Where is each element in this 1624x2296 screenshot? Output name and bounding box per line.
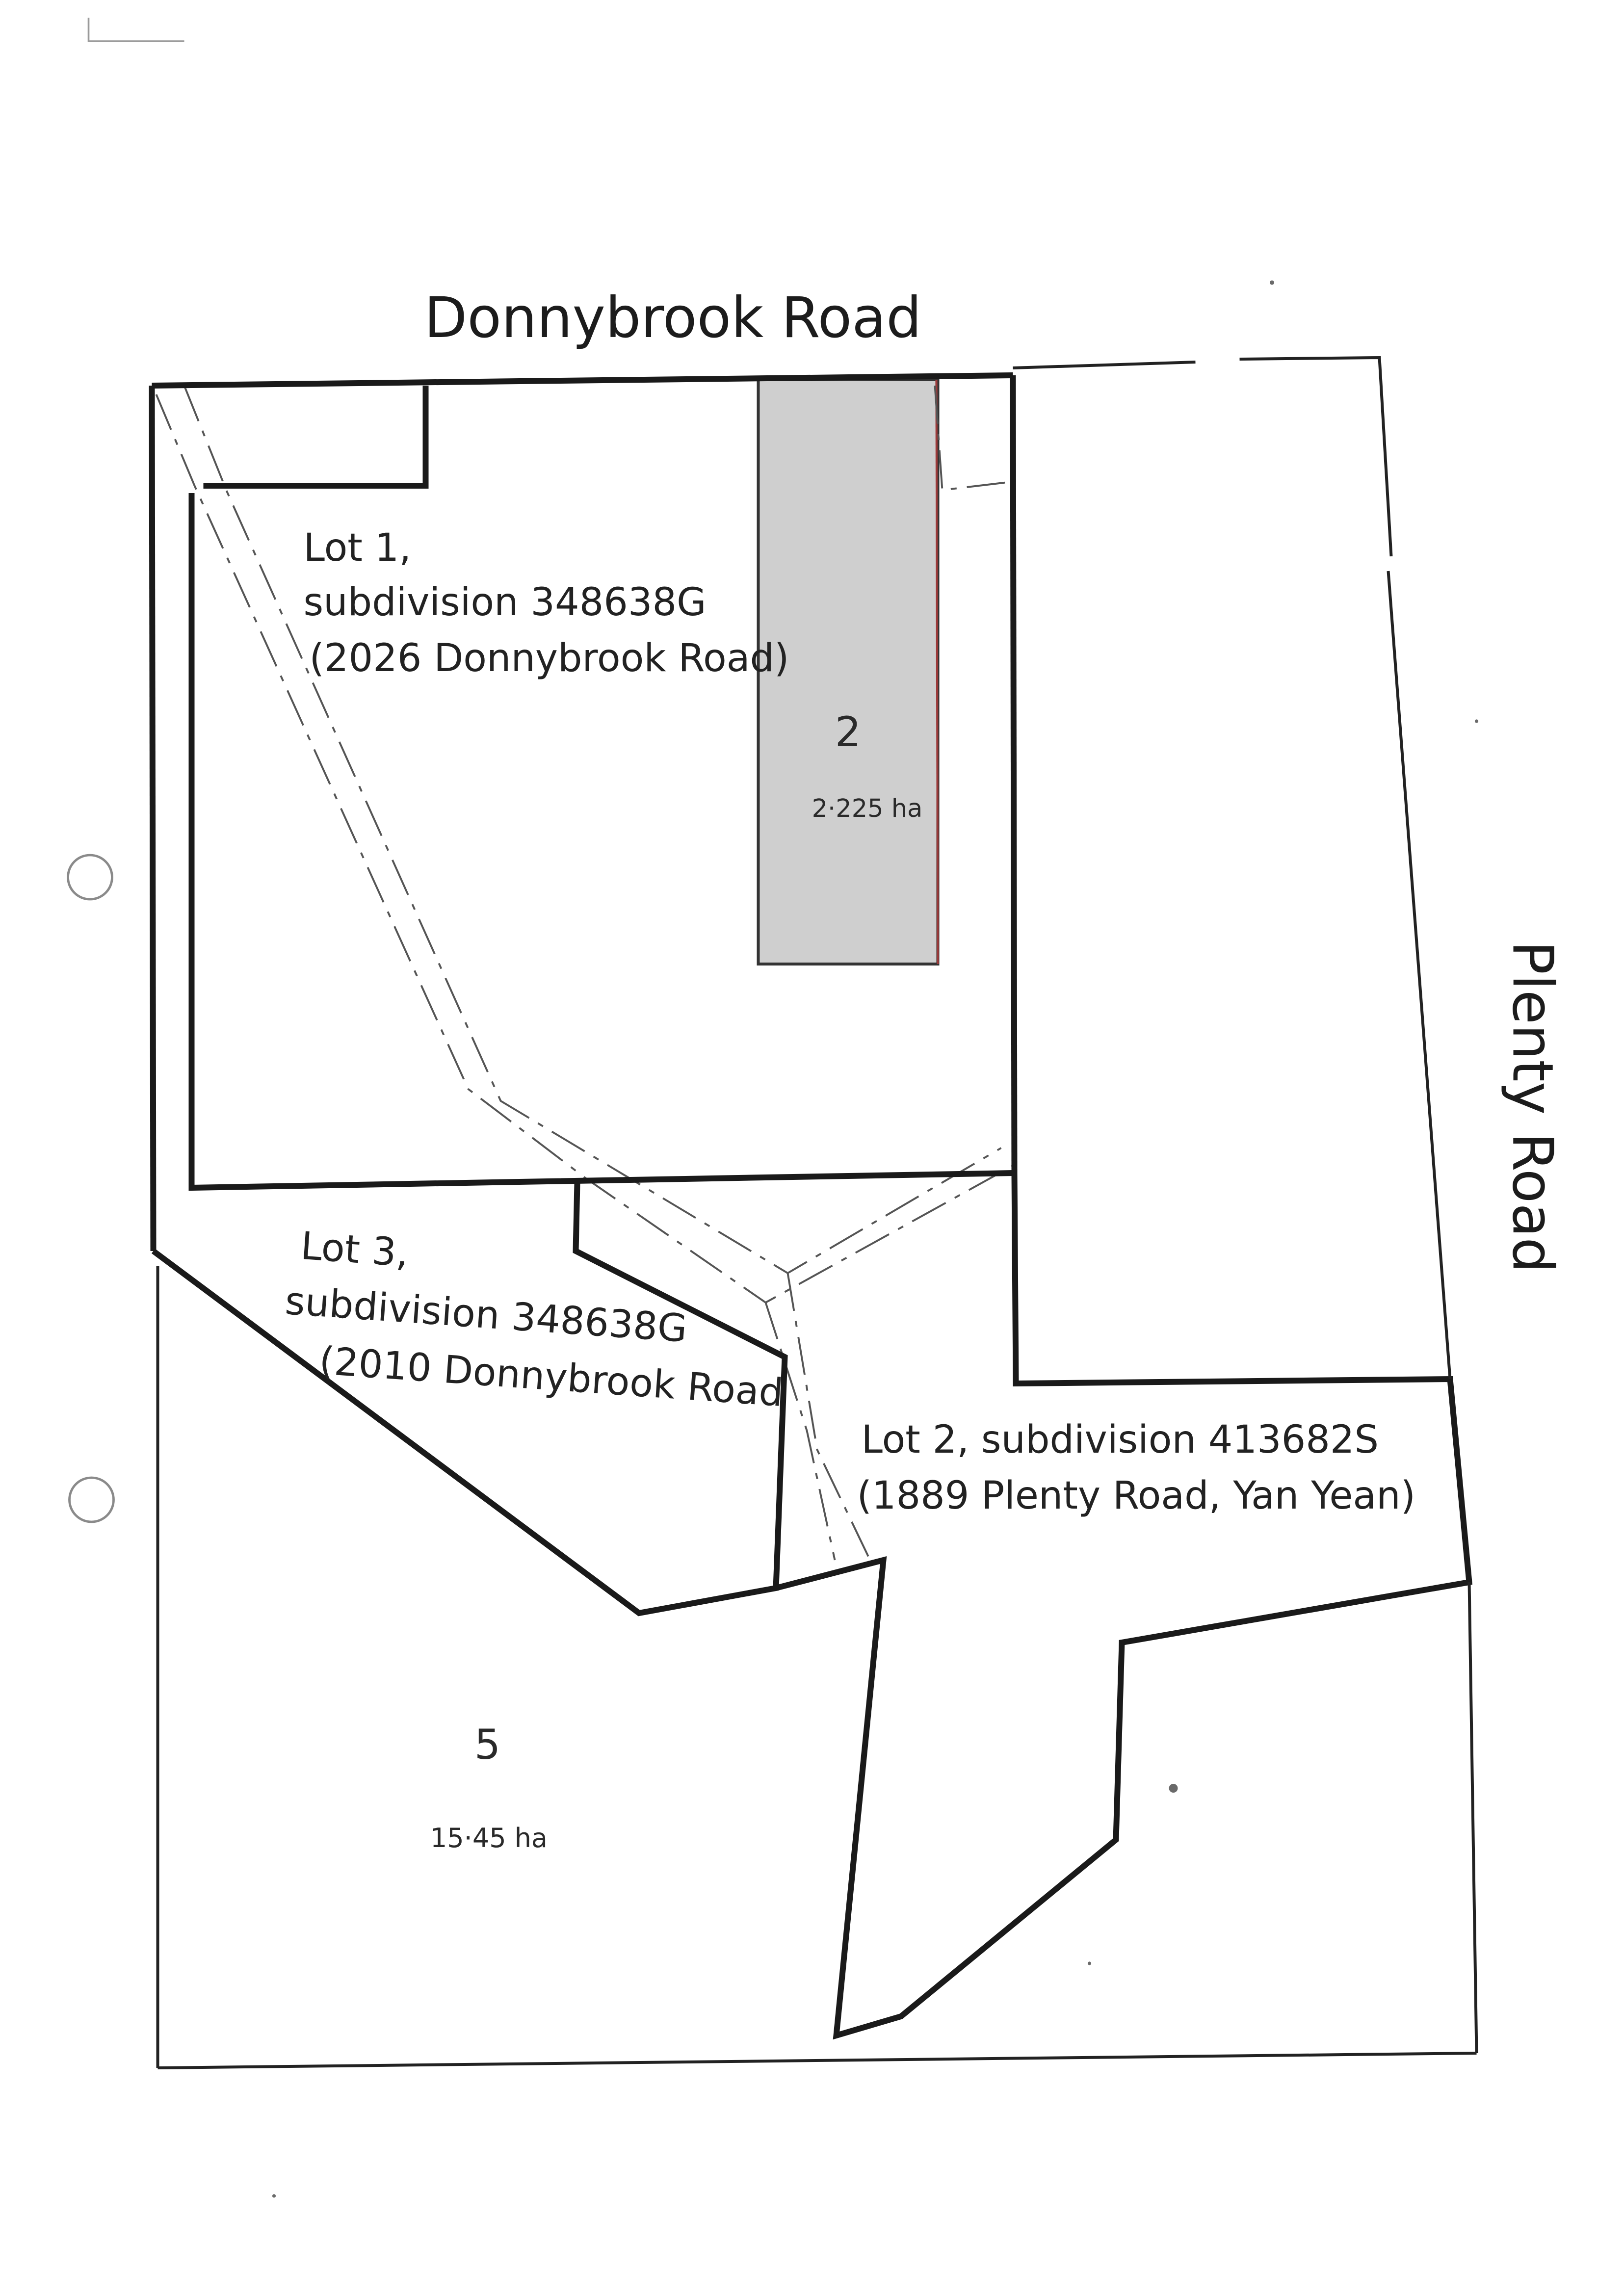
- lot-3-line1: Lot 3,: [299, 1224, 410, 1276]
- road-label-donnybrook: Donnybrook Road: [424, 285, 921, 350]
- binder-hole-top: [67, 854, 113, 901]
- lot-1-line2: subdivision 348638G: [304, 580, 707, 625]
- lot-1-line1: Lot 1,: [304, 526, 412, 570]
- outer-boundaries: [156, 356, 1478, 2069]
- lot-boundaries: [149, 372, 1472, 2040]
- road-label-plenty: Plenty Road: [1500, 940, 1566, 1273]
- parcel-5-area: 15·45 ha: [430, 1823, 548, 1853]
- scan-corner-mark: [87, 18, 184, 42]
- parcel-2-shaded: [757, 378, 940, 965]
- easement-strip: [155, 385, 1016, 1561]
- parcel-5-number: 5: [474, 1721, 500, 1769]
- lot-1-line3: (2026 Donnybrook Road): [310, 636, 789, 680]
- parcel-2-red-edge: [935, 379, 939, 965]
- lot-2-plenty-label: Lot 2, subdivision 413682S (1889 Plenty …: [857, 1418, 1416, 1518]
- lot-2-line1: Lot 2, subdivision 413682S: [862, 1418, 1379, 1462]
- lot-1-label: Lot 1, subdivision 348638G (2026 Donnybr…: [304, 526, 789, 680]
- scan-specks: [272, 280, 1479, 2198]
- lot-3-line3: (2010 Donnybrook Road: [318, 1339, 785, 1415]
- binder-hole-bottom: [68, 1476, 115, 1523]
- lot-2-line2: (1889 Plenty Road, Yan Yean): [857, 1474, 1416, 1518]
- parcel-2-area: 2·225 ha: [812, 794, 923, 823]
- parcel-2-number: 2: [835, 708, 861, 756]
